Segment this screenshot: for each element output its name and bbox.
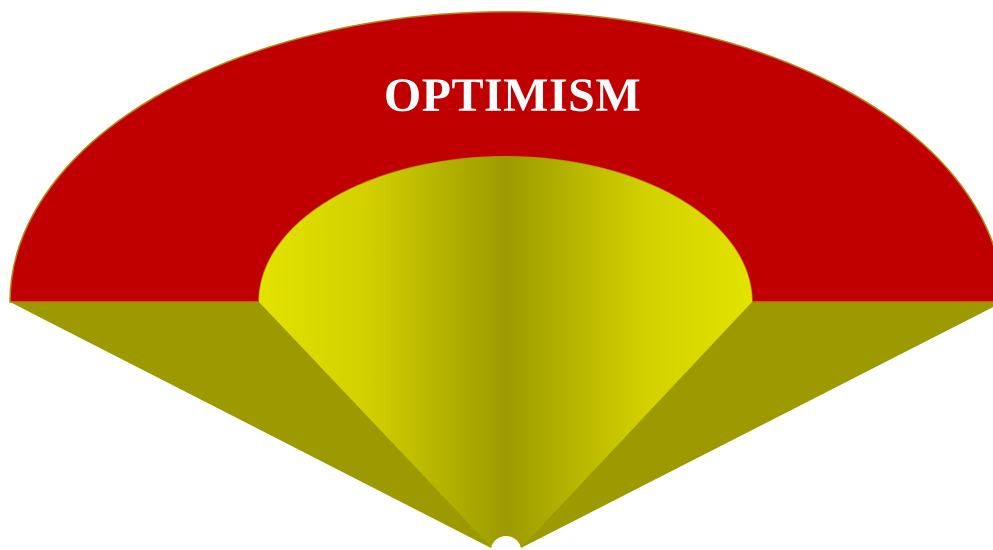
diagram-title: OPTIMISM — [0, 72, 993, 120]
inner-cone — [259, 157, 752, 550]
